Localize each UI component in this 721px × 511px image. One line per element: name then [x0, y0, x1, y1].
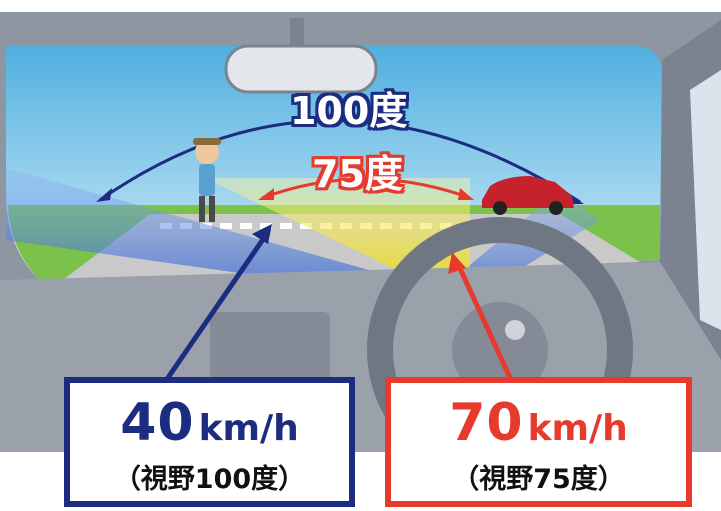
fov-100-wedge: [6, 168, 440, 300]
speed-unit: km/h: [527, 408, 628, 449]
angle-75-label: 75度: [312, 152, 403, 196]
speed-unit: km/h: [198, 408, 299, 449]
pointer-red: [455, 262, 515, 384]
speed-number: 70: [449, 393, 524, 453]
arc-100-arrow-left: [96, 188, 112, 202]
fov-caption: （視野100度）: [113, 464, 306, 495]
arc-75-arrow-left: [258, 188, 274, 200]
fov-caption: （視野75度）: [452, 464, 625, 495]
dash-vent: [210, 312, 330, 382]
speed-number: 40: [120, 393, 195, 453]
rearview-mirror: [224, 18, 378, 94]
arc-75-arrow-right: [458, 188, 474, 200]
arc-75: [261, 177, 471, 200]
arc-100: [99, 119, 581, 204]
pointer-red-head: [448, 252, 466, 274]
pedestrian-figure: [193, 138, 221, 222]
pointer-blue: [162, 230, 271, 384]
red-car: [482, 176, 574, 215]
side-window: [690, 70, 721, 330]
pointer-blue-head: [252, 224, 272, 244]
angle-100-label: 100度: [290, 89, 408, 133]
